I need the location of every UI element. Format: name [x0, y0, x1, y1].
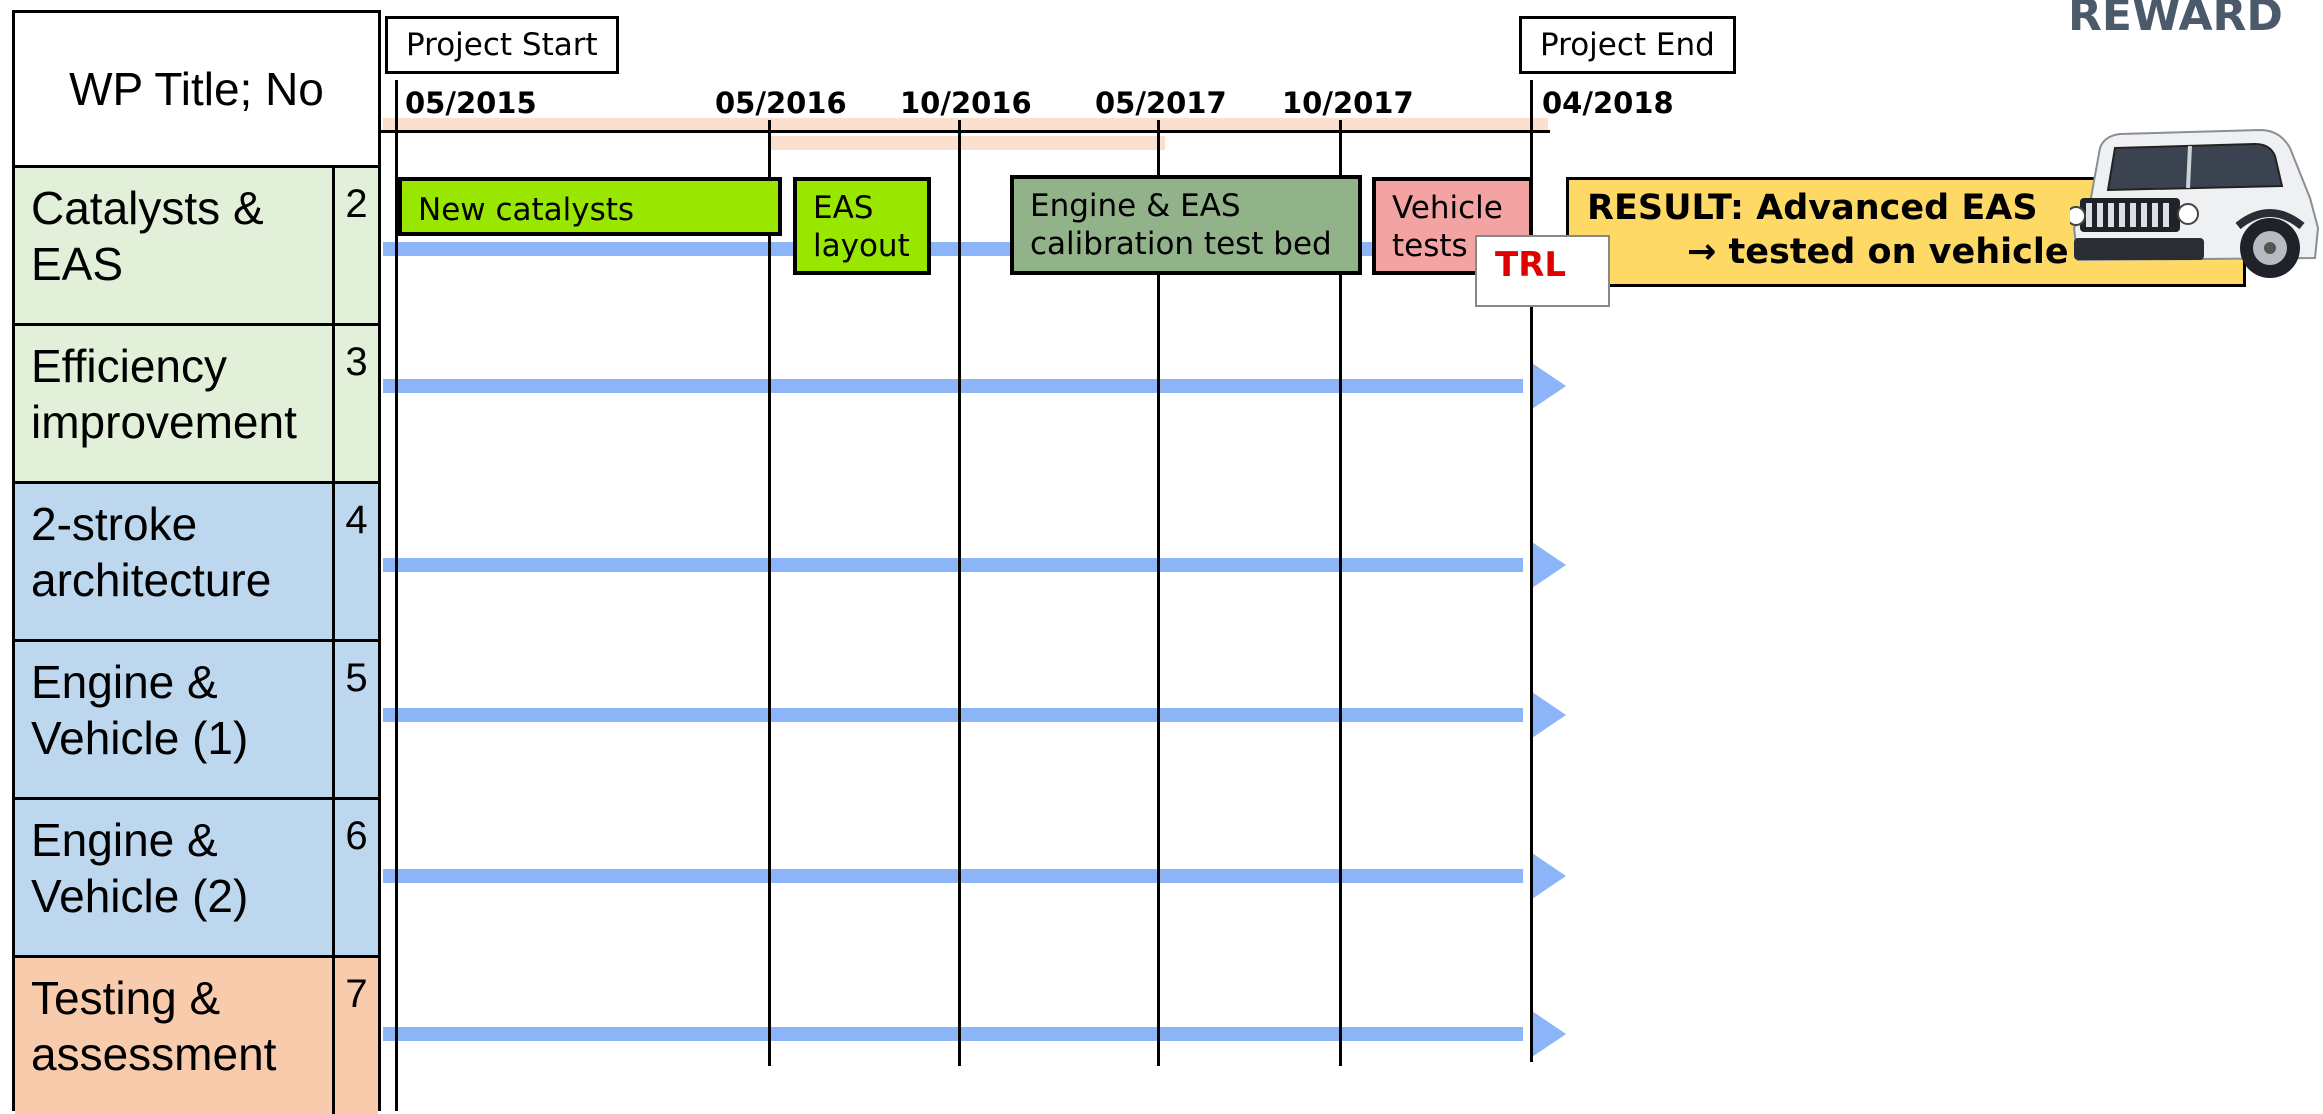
wp-6-progress-bar	[383, 869, 1523, 883]
result-line1: RESULT: Advanced EAS	[1587, 188, 2038, 228]
project-end-milestone: Project End	[1519, 16, 1736, 74]
timeline-line	[768, 120, 771, 1066]
timeline-line	[1339, 120, 1342, 1066]
task-calibration-test-bed: Engine & EAS calibration test bed	[1010, 175, 1362, 275]
task-label-line2: tests	[1392, 228, 1468, 264]
wp-row-2: Catalysts & EAS 2	[15, 168, 378, 326]
timeline-line-end	[1530, 80, 1533, 1062]
date-label: 10/2016	[900, 86, 1032, 120]
brand-logo-text: REWARD	[2068, 0, 2283, 41]
task-label-line1: Engine & EAS	[1030, 188, 1241, 224]
task-vehicle-tests: Vehicle tests	[1372, 177, 1533, 275]
timeline-band-sub	[770, 136, 1165, 150]
wp-title-line1: Engine &	[31, 656, 218, 708]
wp-3-progress-bar	[383, 379, 1523, 393]
timeline-axis	[380, 130, 1550, 133]
wp-number: 4	[345, 498, 368, 542]
date-label: 10/2017	[1282, 86, 1414, 120]
wp-row-6: Engine & Vehicle (2) 6	[15, 800, 378, 958]
wp-number: 3	[345, 340, 368, 384]
project-start-milestone: Project Start	[385, 16, 619, 74]
wp-table-header: WP Title; No	[15, 13, 378, 168]
date-label: 05/2015	[405, 86, 537, 120]
wp-title-line1: Testing &	[31, 972, 221, 1024]
task-new-catalysts: New catalysts	[398, 177, 782, 236]
date-label: 05/2016	[715, 86, 847, 120]
wp-row-5: Engine & Vehicle (1) 5	[15, 642, 378, 800]
timeline-band	[383, 118, 1548, 130]
wp-number: 5	[345, 656, 368, 700]
wp-3-arrow-head	[1532, 363, 1566, 409]
date-label: 05/2017	[1095, 86, 1227, 120]
wp-row-3: Efficiency improvement 3	[15, 326, 378, 484]
vehicle-icon	[2070, 128, 2320, 278]
task-label-line2: calibration test bed	[1030, 226, 1332, 262]
wp-title: Testing & assessment	[15, 958, 335, 1114]
wp-title-line2: Vehicle (2)	[31, 870, 249, 922]
timeline-line-start	[395, 80, 398, 1111]
wp-number: 7	[345, 972, 368, 1016]
wp-5-progress-bar	[383, 708, 1523, 722]
wp-title-line1: Catalysts &	[31, 182, 264, 234]
wp-4-progress-bar	[383, 558, 1523, 572]
wp-6-arrow-head	[1532, 853, 1566, 899]
task-label: New catalysts	[418, 192, 635, 228]
wp-title: Engine & Vehicle (2)	[15, 800, 335, 955]
wp-number: 6	[345, 814, 368, 858]
wp-row-7: Testing & assessment 7	[15, 958, 378, 1114]
task-label-line1: EAS	[813, 190, 874, 226]
task-label-line2: layout	[813, 228, 910, 264]
wp-table: WP Title; No Catalysts & EAS 2 Efficienc…	[12, 10, 381, 1114]
task-label-line1: Vehicle	[1392, 190, 1503, 226]
wp-title-line1: 2-stroke	[31, 498, 198, 550]
wp-title: Catalysts & EAS	[15, 168, 335, 323]
wp-title-line2: assessment	[31, 1028, 277, 1080]
wp-title-line1: Efficiency	[31, 340, 228, 392]
wp-5-arrow-head	[1532, 692, 1566, 738]
date-label: 04/2018	[1542, 86, 1674, 120]
wp-title-line2: improvement	[31, 396, 297, 448]
trl-badge: TRL	[1475, 235, 1610, 307]
wp-title: Engine & Vehicle (1)	[15, 642, 335, 797]
wp-title-line2: architecture	[31, 554, 272, 606]
wp-4-arrow-head	[1532, 542, 1566, 588]
wp-7-arrow-head	[1532, 1011, 1566, 1057]
wp-number: 2	[345, 182, 368, 226]
wp-title-line2: EAS	[31, 238, 124, 290]
wp-title: 2-stroke architecture	[15, 484, 335, 639]
wp-7-progress-bar	[383, 1027, 1523, 1041]
wp-row-4: 2-stroke architecture 4	[15, 484, 378, 642]
timeline-line	[1157, 120, 1160, 1066]
wp-title-line1: Engine &	[31, 814, 218, 866]
timeline-line	[958, 120, 961, 1066]
task-eas-layout: EAS layout	[793, 177, 931, 275]
wp-title: Efficiency improvement	[15, 326, 335, 481]
result-line2: → tested on vehicle	[1687, 232, 2069, 272]
wp-title-line2: Vehicle (1)	[31, 712, 249, 764]
